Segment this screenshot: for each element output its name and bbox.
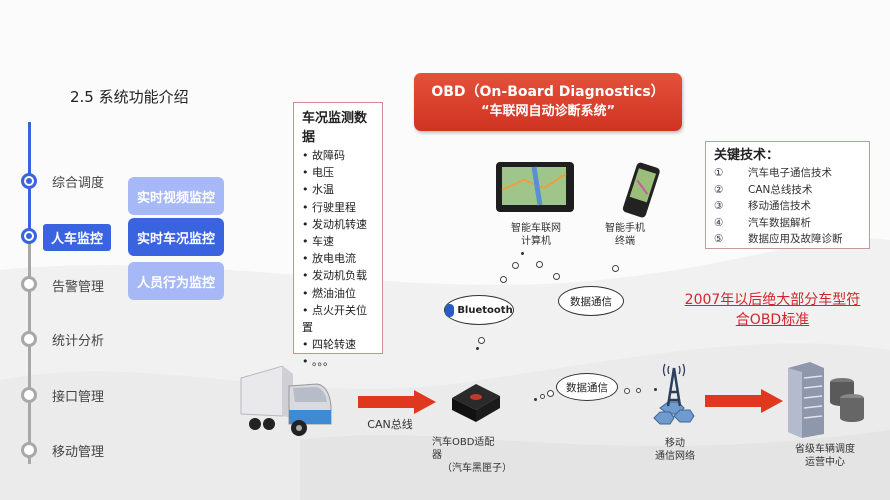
bubble [636,388,641,393]
vehicle-data-item: 电压 [302,164,374,181]
realtime-video-monitor-button[interactable]: 实时视频监控 [128,177,224,215]
item-number: ② [714,183,724,196]
bubble-dot [476,347,479,350]
item-number: ⑤ [714,233,724,245]
key-technology-item: ④ 汽车数据解析 [714,215,861,232]
vehicle-data-list: 故障码 电压 水温 行驶里程 发动机转速 车速 放电电流 发动机负载 燃油油位 … [302,147,374,371]
cloud-label: 数据通信 [570,295,612,308]
bluetooth-icon [445,303,455,317]
bubble [547,390,554,397]
bubble [478,337,485,344]
section-title: 2.5 系统功能介绍 [70,88,189,106]
caption-line: 汽车OBD适配 [432,437,495,448]
vehicle-data-item: 四轮转速 [302,336,374,353]
timeline-node-mobile-management[interactable] [21,442,37,458]
can-bus-label: CAN总线 [367,418,413,431]
vehicle-data-title: 车况监测数据 [302,111,368,145]
key-technology-item: ① 汽车电子通信技术 [714,165,861,182]
caption-line: 器 [432,450,442,461]
timeline-node-alarm-management[interactable] [21,276,37,292]
item-number: ① [714,167,724,179]
vehicle-data-item: 车速 [302,233,374,250]
timeline-node-vehicle-monitor[interactable] [21,228,37,244]
ops-center-caption: 省级车辆调度 运营中心 [780,443,870,469]
car-navigation-device-icon [496,162,574,212]
caption-line: （汽车黑匣子） [442,463,512,474]
bubble [624,388,630,394]
timeline-node-statistics[interactable] [21,331,37,347]
item-number: ③ [714,200,724,212]
key-technology-item: ② CAN总线技术 [714,182,861,199]
timeline-item-interface-management[interactable]: 接口管理 [52,390,105,405]
caption-line: 省级车辆调度 [795,444,855,455]
timeline-item-vehicle-monitor[interactable]: 人车监控 [43,224,112,251]
caption-line: 计算机 [521,236,551,247]
realtime-vehicle-status-button[interactable]: 实时车况监控 [128,218,224,256]
arrow-right-icon [358,390,436,414]
bubble-dot [534,398,537,401]
vehicle-data-item: 发动机转速 [302,216,374,233]
key-technology-title: 关键技术： [714,148,780,163]
timeline-item-statistics[interactable]: 统计分析 [52,334,105,349]
obd-standard-notice: 2007年以后绝大部分车型符合OBD标准 [684,292,861,328]
obd-banner-subtitle: “车联网自动诊断系统” [480,104,616,119]
bubble [500,276,507,283]
item-text: 汽车电子通信技术 [748,167,832,179]
cell-tower-icon [653,363,695,425]
timeline-node-comprehensive-dispatch[interactable] [21,173,37,189]
obd-adapter-icon [452,384,500,422]
bluetooth-label: Bluetooth [457,304,513,316]
caption-line: 移动 [665,438,685,449]
caption-line: 通信网络 [655,451,695,462]
vehicle-data-item: 。。。 [302,353,374,370]
vehicle-data-item: 燃油油位 [302,285,374,302]
data-comm-cloud-upper: 数据通信 [558,286,624,316]
bubble-dot [654,388,657,391]
cloud-label: 数据通信 [566,381,608,394]
smartphone-icon [622,162,660,218]
item-text: 汽车数据解析 [748,216,811,229]
vehicle-data-item: 行驶里程 [302,199,374,216]
bubble [512,262,519,269]
item-number: ④ [714,216,724,229]
car-navigation-caption: 智能车联网 计算机 [496,222,576,248]
timeline-node-interface-management[interactable] [21,387,37,403]
server-database-icon [788,362,864,438]
bluetooth-cloud: Bluetooth [444,295,514,325]
timeline-item-alarm-management[interactable]: 告警管理 [52,280,105,295]
timeline-line-inactive [28,242,31,464]
timeline-item-comprehensive-dispatch[interactable]: 综合调度 [52,176,105,191]
item-text: 移动通信技术 [748,200,811,212]
vehicle-data-item: 水温 [302,181,374,198]
key-technology-item: ⑤ 数据应用及故障诊断 [714,231,861,248]
caption-line: 智能车联网 [511,223,561,234]
bubble [536,261,543,268]
caption-line: 运营中心 [805,457,845,468]
key-technology-item: ③ 移动通信技术 [714,198,861,215]
timeline-item-mobile-management[interactable]: 移动管理 [52,445,105,460]
vehicle-data-item: 点火开关位置 [302,302,374,336]
obd-banner-title: OBD（On-Board Diagnostics） [431,84,665,100]
arrow-right-icon [705,389,783,413]
personnel-behavior-monitor-button[interactable]: 人员行为监控 [128,262,224,300]
bubble [540,394,545,399]
item-text: 数据应用及故障诊断 [748,233,843,245]
vehicle-data-item: 故障码 [302,147,374,164]
vehicle-data-item: 放电电流 [302,250,374,267]
vehicle-data-box: 车况监测数据 故障码 电压 水温 行驶里程 发动机转速 车速 放电电流 发动机负… [293,102,383,368]
vehicle-data-item: 发动机负载 [302,267,374,284]
obd-adapter-caption: 汽车OBD适配 器 （汽车黑匣子） [432,436,522,475]
item-text: CAN总线技术 [748,183,813,196]
bubble [553,273,560,280]
obd-banner: OBD（On-Board Diagnostics） “车联网自动诊断系统” [414,73,682,131]
data-comm-cloud-lower: 数据通信 [556,373,618,401]
bubble [612,265,619,272]
bubble-dot [521,252,524,255]
key-technology-box: 关键技术： ① 汽车电子通信技术 ② CAN总线技术 ③ 移动通信技术 ④ 汽车数据解析… [705,141,870,249]
truck-icon [240,366,332,436]
mobile-network-caption: 移动 通信网络 [640,437,710,463]
smartphone-caption: 智能手机 终端 [590,222,660,248]
caption-line: 终端 [615,236,635,247]
caption-line: 智能手机 [605,223,645,234]
